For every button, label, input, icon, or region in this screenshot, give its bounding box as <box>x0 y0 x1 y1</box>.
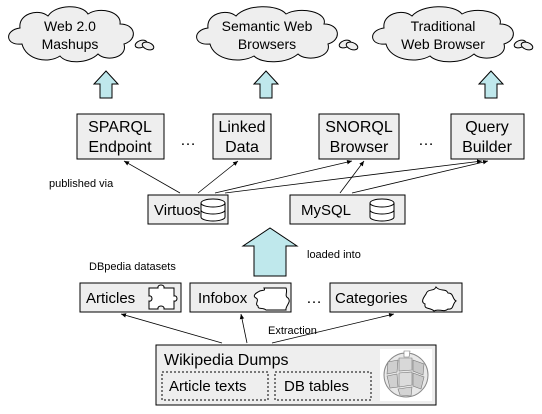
query-line2: Builder <box>462 139 512 156</box>
snorql-line2: Browser <box>330 139 389 156</box>
cloud-traditional-line2: Web Browser <box>401 36 485 52</box>
published-via-label: published via <box>49 178 114 190</box>
interface-snorql-browser: SNORQL Browser <box>318 113 400 160</box>
article-texts-label: Article texts <box>169 378 247 395</box>
cloud-traditional-line1: Traditional <box>411 18 476 34</box>
cloud-web20-line2: Mashups <box>42 36 99 52</box>
database-icon <box>369 198 395 222</box>
wikipedia-globe-icon <box>380 349 432 401</box>
ellipsis-left: … <box>180 132 196 149</box>
interface-sparql-endpoint: SPARQL Endpoint <box>76 113 165 160</box>
extraction-arrows <box>120 312 395 344</box>
cloud-semantic-line2: Browsers <box>238 36 296 52</box>
database-icon <box>200 198 226 222</box>
sparql-line2: Endpoint <box>88 139 152 156</box>
dumps-title: Wikipedia Dumps <box>164 352 288 369</box>
cloud-semantic-line1: Semantic Web <box>222 18 313 34</box>
linked-line2: Data <box>225 139 259 156</box>
dbpedia-datasets-label: DBpedia datasets <box>89 261 176 273</box>
wikipedia-dumps: Wikipedia Dumps Article texts DB tables <box>155 344 437 406</box>
dataset-articles: Articles <box>79 282 182 313</box>
ellipsis-datasets: … <box>306 290 322 307</box>
articles-label: Articles <box>86 290 135 307</box>
store-mysql: MySQL <box>289 194 406 225</box>
query-line1: Query <box>465 119 509 136</box>
cloud-web20-line1: Web 2.0 <box>44 18 96 34</box>
cloud-web20-mashups: Web 2.0 Mashups <box>8 6 155 63</box>
puzzle-icon <box>253 287 290 311</box>
snorql-line1: SNORQL <box>325 119 393 136</box>
mysql-label: MySQL <box>301 202 351 219</box>
store-virtuoso: Virtuoso <box>147 194 229 225</box>
linked-line1: Linked <box>218 119 265 136</box>
infobox-label: Infobox <box>198 290 248 307</box>
puzzle-icon <box>422 286 457 312</box>
sparql-line1: SPARQL <box>88 119 152 136</box>
ellipsis-right: … <box>418 132 434 149</box>
interface-query-builder: Query Builder <box>450 113 525 160</box>
dataset-infobox: Infobox <box>189 282 292 313</box>
cloud-semantic-web-browsers: Semantic Web Browsers <box>196 6 359 63</box>
virtuoso-label: Virtuoso <box>154 202 209 219</box>
extraction-label: Extraction <box>268 325 317 337</box>
db-tables-label: DB tables <box>284 378 349 395</box>
upward-block-arrows-top <box>92 70 505 99</box>
categories-label: Categories <box>335 290 408 307</box>
cloud-traditional-web-browser: Traditional Web Browser <box>372 6 534 63</box>
publish-arrows <box>123 159 489 194</box>
puzzle-icon <box>148 284 178 310</box>
dataset-categories: Categories <box>329 282 463 313</box>
interface-linked-data: Linked Data <box>212 113 272 160</box>
loaded-into-label: loaded into <box>307 249 361 261</box>
loaded-into-arrow <box>241 227 299 277</box>
